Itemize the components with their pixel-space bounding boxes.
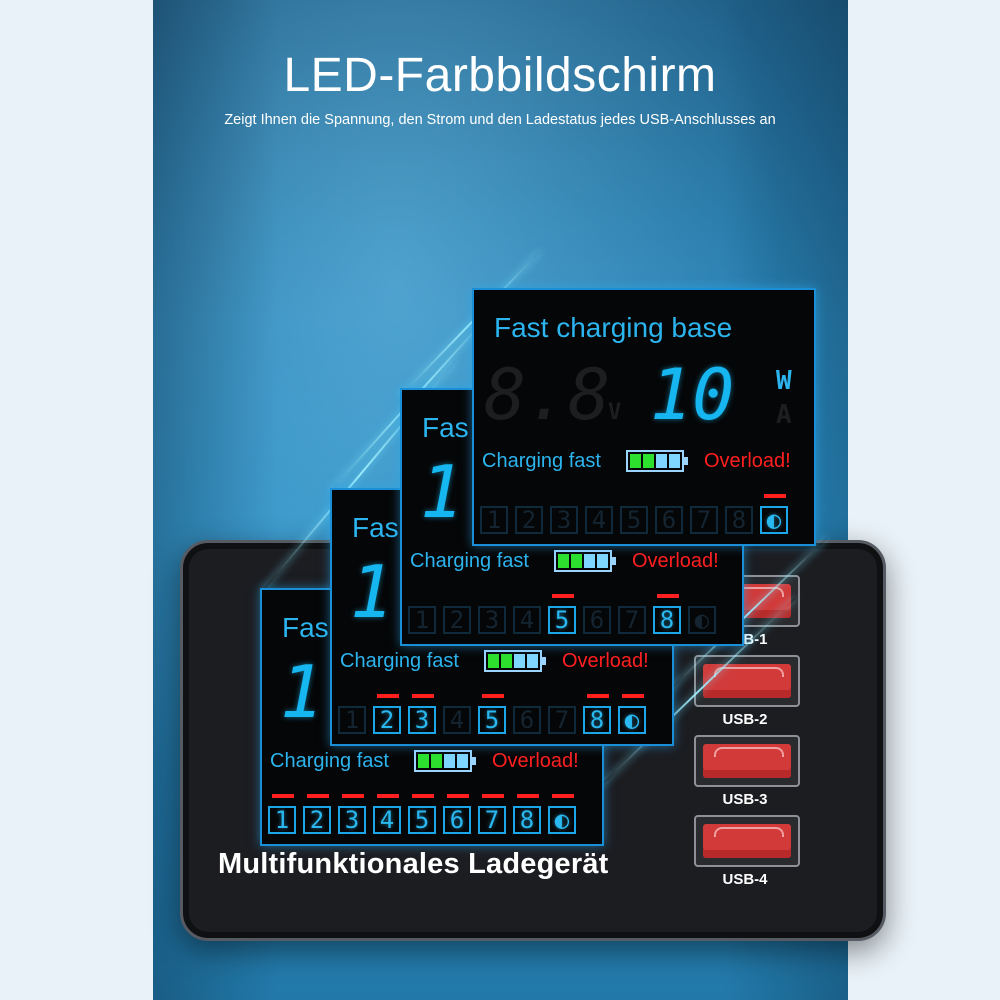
- port-indicator: 8: [583, 694, 611, 734]
- active-indicator-bar: [377, 694, 399, 698]
- active-indicator-bar: [517, 794, 539, 798]
- usb-port-label: USB-4: [722, 871, 768, 888]
- battery-icon: [484, 650, 546, 672]
- port-indicator: 6: [513, 706, 541, 734]
- screen-digits: 1: [420, 450, 464, 534]
- port-indicator: 6: [583, 606, 611, 634]
- port-indicator: 1: [408, 606, 436, 634]
- port-indicator: 4: [373, 794, 401, 834]
- volt-unit: V: [608, 400, 622, 425]
- port-indicator: 8: [513, 794, 541, 834]
- active-indicator-bar: [272, 794, 294, 798]
- port-indicator: 5: [478, 694, 506, 734]
- port-indicator: 1: [480, 506, 508, 534]
- page-subtitle: Zeigt Ihnen die Spannung, den Strom und …: [224, 112, 776, 128]
- overload-label: Overload!: [492, 750, 579, 772]
- screen-title: Fas: [282, 612, 329, 643]
- screen-title: Fas: [352, 512, 399, 543]
- port-indicator: 3: [408, 694, 436, 734]
- screen-title: Fas: [422, 412, 469, 443]
- device-label: Multifunktionales Ladegerät: [218, 848, 609, 880]
- watt-unit: W: [776, 366, 792, 396]
- wireless-charge-icon: ◐: [760, 494, 788, 534]
- port-indicator: 4: [443, 706, 471, 734]
- active-indicator-bar: [764, 494, 786, 498]
- active-indicator-bar: [552, 594, 574, 598]
- port-indicator: 3: [550, 506, 578, 534]
- amp-unit: A: [776, 400, 792, 430]
- port-indicator: 2: [515, 506, 543, 534]
- usb-socket-icon: [694, 815, 800, 867]
- overload-label: Overload!: [704, 450, 791, 472]
- overload-label: Overload!: [562, 650, 649, 672]
- active-indicator-bar: [552, 794, 574, 798]
- port-indicator: 7: [618, 606, 646, 634]
- wireless-charge-icon: ◐: [618, 694, 646, 734]
- page-title: LED-Farbbildschirm: [283, 49, 717, 102]
- port-indicator: 3: [338, 794, 366, 834]
- screen-digits: 10: [650, 354, 735, 436]
- screen-digits: 1: [280, 650, 324, 734]
- port-indicator: 8: [725, 506, 753, 534]
- port-indicator: 2: [373, 694, 401, 734]
- port-indicator: 3: [478, 606, 506, 634]
- wireless-charge-icon: ◐: [548, 794, 576, 834]
- overload-label: Overload!: [632, 550, 719, 572]
- port-indicator: 5: [620, 506, 648, 534]
- usb-socket-icon: [694, 735, 800, 787]
- port-indicator: 7: [690, 506, 718, 534]
- wireless-charge-icon: ◐: [688, 606, 716, 634]
- battery-icon: [414, 750, 476, 772]
- active-indicator-bar: [657, 594, 679, 598]
- active-indicator-bar: [482, 694, 504, 698]
- port-indicator: 8: [653, 594, 681, 634]
- port-indicator: 6: [655, 506, 683, 534]
- battery-icon: [554, 550, 616, 572]
- charging-fast-label: Charging fast: [340, 650, 459, 672]
- port-indicator: 5: [408, 794, 436, 834]
- active-indicator-bar: [342, 794, 364, 798]
- port-indicator: 2: [303, 794, 331, 834]
- usb-port-2: USB-2: [692, 655, 802, 731]
- charging-fast-label: Charging fast: [410, 550, 529, 572]
- voltage-digits-dim: 8.8: [484, 354, 611, 436]
- port-indicator: 2: [443, 606, 471, 634]
- port-indicator: 7: [478, 794, 506, 834]
- port-indicator: 4: [513, 606, 541, 634]
- usb-port-3: USB-3: [692, 735, 802, 811]
- port-indicator: 7: [548, 706, 576, 734]
- usb-port-4: USB-4: [692, 815, 802, 891]
- active-indicator-bar: [412, 694, 434, 698]
- battery-icon: [626, 450, 688, 472]
- screen-digits: 1: [350, 550, 394, 634]
- screen-title: Fast charging base: [494, 312, 733, 343]
- active-indicator-bar: [622, 694, 644, 698]
- usb-port-label: USB-2: [722, 711, 768, 728]
- charging-fast-label: Charging fast: [270, 750, 389, 772]
- active-indicator-bar: [307, 794, 329, 798]
- port-indicator: 1: [338, 706, 366, 734]
- port-indicator: 4: [585, 506, 613, 534]
- active-indicator-bar: [412, 794, 434, 798]
- charging-fast-label: Charging fast: [482, 450, 601, 472]
- port-indicator: 1: [268, 794, 296, 834]
- port-indicator: 5: [548, 594, 576, 634]
- active-indicator-bar: [587, 694, 609, 698]
- active-indicator-bar: [377, 794, 399, 798]
- port-indicator: 6: [443, 794, 471, 834]
- active-indicator-bar: [447, 794, 469, 798]
- usb-port-label: USB-3: [722, 791, 768, 808]
- lcd-screen-4: Fast charging base 8.8 V 10 W A Charging…: [472, 288, 816, 546]
- active-indicator-bar: [482, 794, 504, 798]
